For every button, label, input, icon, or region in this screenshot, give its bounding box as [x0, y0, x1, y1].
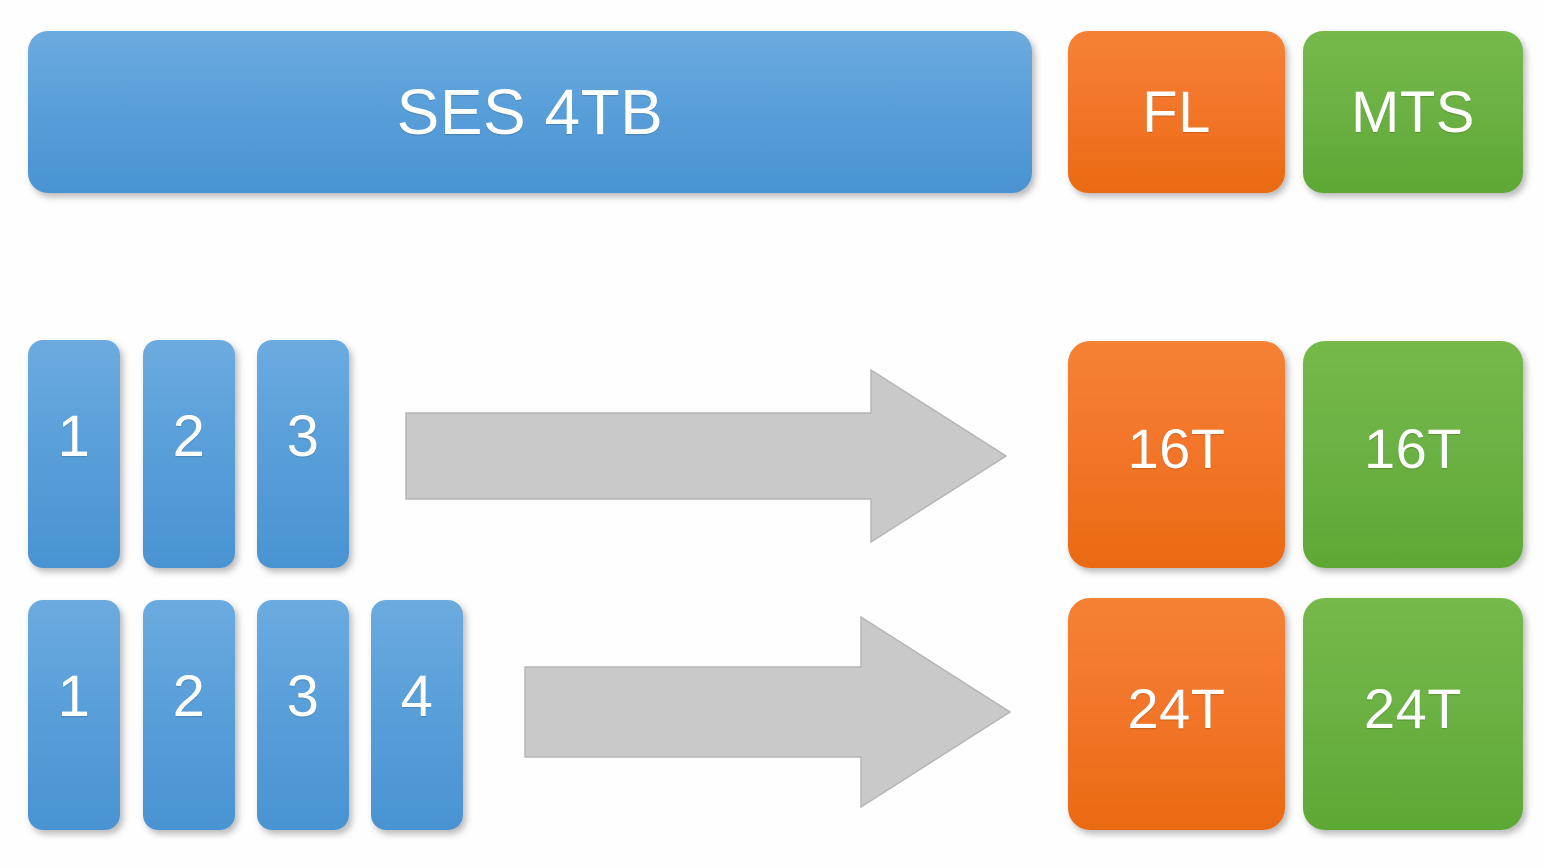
slot-label: 1 [57, 404, 91, 469]
result-tile-fl[interactable]: 16T [1068, 341, 1285, 568]
result-tile-fl[interactable]: 24T [1068, 598, 1285, 830]
slot-label: 3 [286, 404, 320, 469]
result-label: 16T [1364, 417, 1462, 480]
slot-tile[interactable]: 3 [257, 600, 349, 830]
result-tile-mts[interactable]: 24T [1303, 598, 1523, 830]
right-arrow-icon [405, 365, 1007, 547]
right-arrow-icon [524, 612, 1011, 812]
result-label: 24T [1364, 676, 1462, 740]
slot-tile[interactable]: 2 [143, 340, 235, 568]
slot-tile[interactable]: 1 [28, 340, 120, 568]
slot-label: 2 [172, 404, 206, 469]
slot-tile[interactable]: 2 [143, 600, 235, 830]
banner-mts[interactable]: MTS [1303, 31, 1523, 193]
banner-ses-4tb-label: SES 4TB [396, 76, 664, 148]
banner-mts-label: MTS [1351, 79, 1475, 145]
slot-label: 1 [57, 664, 91, 729]
result-label: 16T [1127, 417, 1226, 480]
slot-tile[interactable]: 3 [257, 340, 349, 568]
slot-label: 4 [400, 664, 434, 729]
banner-fl-label: FL [1142, 79, 1211, 145]
result-tile-mts[interactable]: 16T [1303, 341, 1523, 568]
slot-label: 3 [286, 664, 320, 729]
banner-fl[interactable]: FL [1068, 31, 1285, 193]
slot-label: 2 [172, 664, 206, 729]
slot-tile[interactable]: 1 [28, 600, 120, 830]
result-label: 24T [1127, 676, 1226, 740]
banner-ses-4tb[interactable]: SES 4TB [28, 31, 1032, 193]
slot-tile[interactable]: 4 [371, 600, 463, 830]
